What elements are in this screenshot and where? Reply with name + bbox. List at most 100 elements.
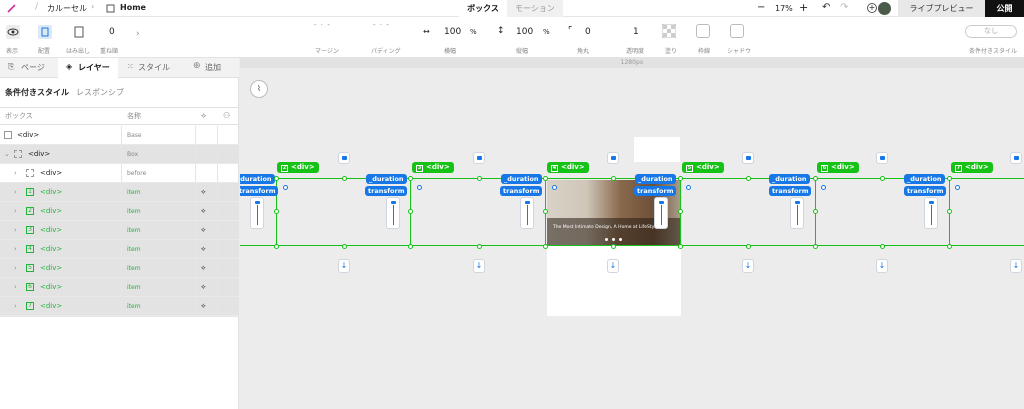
pager-dot[interactable] bbox=[605, 238, 608, 241]
layer-row[interactable]: › <div> before bbox=[0, 164, 239, 183]
chevron-right-icon[interactable]: › bbox=[14, 226, 17, 234]
resize-handle[interactable] bbox=[543, 244, 548, 249]
duration-badge[interactable]: _duration bbox=[240, 174, 275, 184]
anchor-dot[interactable] bbox=[955, 185, 960, 190]
breadcrumb-project[interactable]: カルーセル bbox=[47, 4, 87, 13]
resize-handle[interactable] bbox=[813, 209, 818, 214]
add-user-icon[interactable]: + bbox=[867, 3, 877, 13]
sub-tab-conditional[interactable]: 条件付きスタイル bbox=[5, 88, 69, 97]
padding-control-icon[interactable]: - · - bbox=[373, 21, 390, 29]
link-icon[interactable]: ⟡ bbox=[201, 264, 206, 272]
motion-slider[interactable] bbox=[386, 197, 400, 229]
resize-handle[interactable] bbox=[342, 176, 347, 181]
motion-trigger-icon[interactable] bbox=[876, 152, 888, 164]
div-label-5[interactable]: 5<div> bbox=[682, 162, 724, 173]
transform-badge[interactable]: transform bbox=[365, 186, 408, 196]
height-unit[interactable]: % bbox=[543, 28, 550, 36]
tab-layer[interactable]: レイヤー bbox=[78, 63, 110, 72]
motion-slider[interactable] bbox=[654, 197, 668, 229]
publish-button[interactable]: 公開 bbox=[985, 0, 1024, 17]
chevron-down-icon[interactable]: ⌄ bbox=[4, 150, 10, 158]
resize-handle[interactable] bbox=[408, 244, 413, 249]
design-canvas[interactable]: 1280px ⌇ The Most Intimate Design, A Hom… bbox=[240, 58, 1024, 409]
layer-row[interactable]: ⌄ <div> Box bbox=[0, 145, 239, 164]
resize-handle[interactable] bbox=[678, 244, 683, 249]
anchor-dot[interactable] bbox=[821, 185, 826, 190]
resize-handle[interactable] bbox=[274, 176, 279, 181]
resize-handle[interactable] bbox=[880, 176, 885, 181]
chevron-right-icon[interactable]: › bbox=[14, 188, 17, 196]
resize-handle[interactable] bbox=[408, 209, 413, 214]
redo-icon[interactable]: ↷ bbox=[840, 2, 849, 13]
link-icon[interactable]: ⟡ bbox=[201, 226, 206, 234]
motion-slider[interactable] bbox=[924, 197, 938, 229]
users-icon[interactable]: ⚇ bbox=[223, 111, 231, 120]
anchor-dot[interactable] bbox=[417, 185, 422, 190]
layer-row-item[interactable]: ›4<div>item⟡ bbox=[0, 240, 239, 259]
border-icon[interactable] bbox=[696, 24, 710, 38]
motion-trigger-icon[interactable] bbox=[607, 152, 619, 164]
chevron-right-icon[interactable]: › bbox=[14, 207, 17, 215]
margin-control-icon[interactable]: - · - bbox=[314, 21, 331, 29]
zoom-level[interactable]: 17% bbox=[775, 4, 793, 13]
link-icon[interactable]: ⟡ bbox=[201, 188, 206, 196]
chevron-right-icon[interactable]: › bbox=[14, 245, 17, 253]
transform-badge[interactable]: transform bbox=[634, 186, 677, 196]
link-icon[interactable]: ⟡ bbox=[201, 283, 206, 291]
resize-handle[interactable] bbox=[947, 209, 952, 214]
chevron-right-icon[interactable]: › bbox=[14, 264, 17, 272]
link-icon[interactable]: ⟡ bbox=[201, 302, 206, 310]
resize-handle[interactable] bbox=[947, 244, 952, 249]
motion-slider[interactable] bbox=[790, 197, 804, 229]
anchor-dot[interactable] bbox=[552, 185, 557, 190]
eye-icon[interactable] bbox=[6, 25, 20, 39]
motion-trigger-icon[interactable] bbox=[742, 152, 754, 164]
zoom-out-button[interactable]: − bbox=[757, 2, 766, 13]
arrow-down-icon[interactable]: ↓ bbox=[338, 259, 350, 273]
layer-row[interactable]: <div> Base bbox=[0, 126, 239, 145]
resize-handle[interactable] bbox=[611, 244, 616, 249]
anchor-dot[interactable] bbox=[283, 185, 288, 190]
pen-icon[interactable] bbox=[6, 3, 17, 14]
resize-handle[interactable] bbox=[746, 244, 751, 249]
resize-handle[interactable] bbox=[543, 176, 548, 181]
transform-badge[interactable]: transform bbox=[240, 186, 279, 196]
layer-row-item[interactable]: ›5<div>item⟡ bbox=[0, 259, 239, 278]
fill-checker-icon[interactable] bbox=[662, 24, 676, 38]
stack-order-value[interactable]: 0 bbox=[109, 27, 115, 37]
motion-slider[interactable] bbox=[250, 197, 264, 229]
sub-tab-responsive[interactable]: レスポンシブ bbox=[76, 88, 124, 97]
resize-handle[interactable] bbox=[274, 209, 279, 214]
pager-dot[interactable] bbox=[612, 238, 615, 241]
height-value[interactable]: 100 bbox=[516, 27, 534, 37]
duration-badge[interactable]: _duration bbox=[366, 174, 407, 184]
width-value[interactable]: 100 bbox=[444, 27, 462, 37]
radius-value[interactable]: 0 bbox=[585, 27, 591, 37]
zoom-in-button[interactable]: + bbox=[799, 1, 809, 14]
chevron-right-icon[interactable]: › bbox=[14, 283, 17, 291]
transform-badge[interactable]: transform bbox=[769, 186, 812, 196]
duration-badge[interactable]: _duration bbox=[904, 174, 945, 184]
div-label-2[interactable]: 2<div> bbox=[277, 162, 319, 173]
tab-box[interactable]: ボックス bbox=[459, 0, 507, 17]
div-label-4[interactable]: 4<div> bbox=[547, 162, 589, 173]
chevron-right-icon[interactable]: › bbox=[14, 302, 17, 310]
tab-add[interactable]: 追加 bbox=[205, 63, 221, 72]
anchor-dot[interactable] bbox=[686, 185, 691, 190]
transform-badge[interactable]: transform bbox=[500, 186, 543, 196]
breadcrumb-page[interactable]: Home bbox=[120, 3, 146, 12]
link-icon[interactable]: ⟡ bbox=[201, 245, 206, 253]
div-label-3[interactable]: 3<div> bbox=[412, 162, 454, 173]
transform-badge[interactable]: transform bbox=[904, 186, 947, 196]
motion-trigger-icon[interactable] bbox=[473, 152, 485, 164]
checkbox[interactable] bbox=[4, 131, 12, 139]
live-preview-button[interactable]: ライブプレビュー bbox=[898, 0, 985, 17]
resize-handle[interactable] bbox=[813, 244, 818, 249]
link-icon[interactable]: ⟡ bbox=[201, 207, 206, 215]
tab-style[interactable]: スタイル bbox=[138, 63, 170, 72]
tab-motion[interactable]: モーション bbox=[507, 0, 563, 17]
resize-handle[interactable] bbox=[947, 176, 952, 181]
width-unit[interactable]: % bbox=[470, 28, 477, 36]
link-icon[interactable]: ⟡ bbox=[201, 111, 207, 120]
chevron-right-icon[interactable]: › bbox=[136, 29, 140, 39]
